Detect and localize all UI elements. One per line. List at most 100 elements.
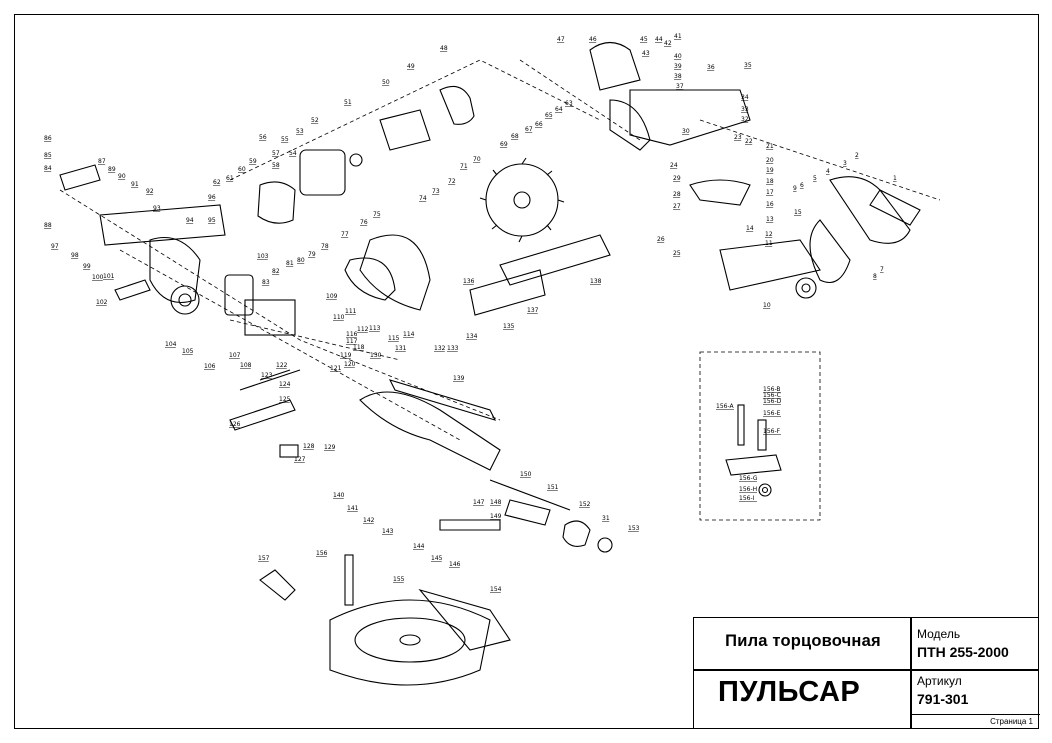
callout-115: 115 — [388, 335, 400, 342]
callout-63: 63 — [565, 100, 573, 107]
callout-35: 35 — [744, 62, 752, 69]
callout-134: 134 — [466, 333, 478, 340]
callout-18: 18 — [766, 178, 774, 185]
callout-52: 52 — [311, 117, 319, 124]
callout-146: 146 — [449, 561, 461, 568]
callout-74: 74 — [419, 195, 427, 202]
callout-153: 153 — [628, 525, 640, 532]
callout-87: 87 — [98, 158, 106, 165]
callout-70: 70 — [473, 156, 481, 163]
callout-16: 16 — [766, 201, 774, 208]
callout-25: 25 — [673, 250, 681, 257]
callout-72: 72 — [448, 178, 456, 185]
belt-cover-group — [719, 176, 921, 299]
callout-93: 93 — [153, 205, 161, 212]
callout-48: 48 — [440, 45, 448, 52]
callout-140: 140 — [333, 492, 345, 499]
callout-95: 95 — [208, 217, 216, 224]
callout-156-E: 156-E — [763, 410, 781, 417]
callout-144: 144 — [413, 543, 425, 550]
callout-156: 156 — [316, 550, 328, 557]
callout-156-C: 156-C — [763, 392, 781, 399]
callout-32: 32 — [741, 116, 749, 123]
callout-156-G: 156-G — [739, 475, 758, 482]
callout-43: 43 — [642, 50, 650, 57]
callout-125: 125 — [279, 396, 291, 403]
callout-102: 102 — [96, 299, 108, 306]
callout-23: 23 — [734, 134, 742, 141]
callout-156-D: 156-D — [763, 398, 782, 405]
title-block: Пила торцовочная ПУЛЬСАР Модель ПТН 255-… — [693, 617, 1040, 729]
callout-51: 51 — [344, 99, 352, 106]
title-block-divider — [910, 618, 912, 729]
fence-group — [359, 234, 611, 471]
callout-143: 143 — [382, 528, 394, 535]
callout-89: 89 — [108, 166, 116, 173]
callout-152: 152 — [579, 501, 591, 508]
callout-59: 59 — [249, 158, 257, 165]
callout-110: 110 — [333, 314, 345, 321]
callout-33: 33 — [741, 106, 749, 113]
callout-5: 5 — [813, 175, 817, 182]
callout-28: 28 — [673, 191, 681, 198]
callout-71: 71 — [460, 163, 468, 170]
callout-76: 76 — [360, 219, 368, 226]
callout-157: 157 — [258, 555, 270, 562]
callout-1: 1 — [893, 175, 897, 182]
callout-65: 65 — [545, 112, 553, 119]
callout-108: 108 — [240, 362, 252, 369]
callout-112: 112 — [357, 326, 369, 333]
callout-44: 44 — [655, 36, 663, 43]
callout-55: 55 — [281, 136, 289, 143]
callout-118: 118 — [353, 344, 365, 351]
callout-84: 84 — [44, 165, 52, 172]
callout-103: 103 — [257, 253, 269, 260]
callout-41: 41 — [674, 33, 682, 40]
callout-3: 3 — [843, 160, 847, 167]
callout-60: 60 — [238, 166, 246, 173]
callout-88: 88 — [44, 222, 52, 229]
callout-151: 151 — [547, 484, 559, 491]
callout-83: 83 — [262, 279, 270, 286]
callout-11: 11 — [765, 240, 773, 247]
article-label: Артикул — [917, 674, 962, 688]
callout-126: 126 — [229, 421, 241, 428]
callout-136: 136 — [463, 278, 475, 285]
callout-31: 31 — [602, 515, 610, 522]
callout-14: 14 — [746, 225, 754, 232]
blade-group — [344, 157, 565, 311]
callout-29: 29 — [673, 175, 681, 182]
drawing-title: Пила торцовочная — [725, 632, 881, 650]
callout-100: 100 — [92, 274, 104, 281]
callout-121: 121 — [330, 365, 342, 372]
callout-34: 34 — [741, 94, 749, 101]
callout-20: 20 — [766, 157, 774, 164]
callout-21: 21 — [766, 143, 774, 150]
callout-142: 142 — [363, 517, 375, 524]
callout-120: 120 — [344, 361, 356, 368]
callout-156-F: 156-F — [763, 428, 781, 435]
callout-26: 26 — [657, 236, 665, 243]
callout-141: 141 — [347, 505, 359, 512]
callout-7: 7 — [880, 266, 884, 273]
callout-79: 79 — [308, 251, 316, 258]
callout-101: 101 — [103, 273, 115, 280]
callout-37: 37 — [676, 83, 684, 90]
callout-138: 138 — [590, 278, 602, 285]
callout-50: 50 — [382, 79, 390, 86]
callout-57: 57 — [272, 150, 280, 157]
callout-80: 80 — [297, 257, 305, 264]
callout-64: 64 — [555, 106, 563, 113]
title-block-page-divider — [910, 714, 1040, 715]
callout-111: 111 — [345, 308, 357, 315]
callout-58: 58 — [272, 162, 280, 169]
callout-67: 67 — [525, 126, 533, 133]
drawing-frame — [14, 14, 1039, 729]
base-group — [259, 499, 613, 686]
callout-129: 129 — [324, 444, 336, 451]
title-block-row-divider — [694, 669, 1039, 671]
callout-27: 27 — [673, 203, 681, 210]
callout-145: 145 — [431, 555, 443, 562]
callout-81: 81 — [286, 260, 294, 267]
article-value: 791-301 — [917, 691, 969, 707]
